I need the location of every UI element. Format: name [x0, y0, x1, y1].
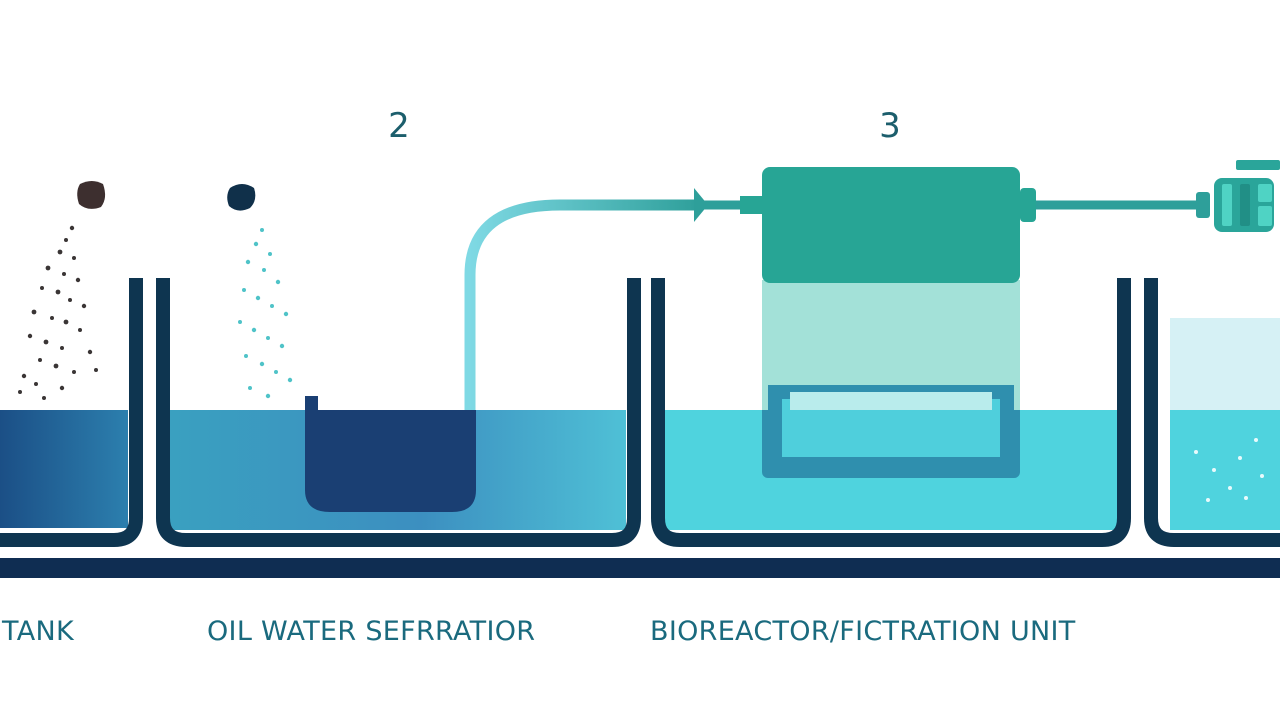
filter-top-housing — [762, 167, 1020, 283]
tank-4-wall — [1144, 278, 1280, 547]
dark-particles — [18, 225, 98, 400]
tank-3 — [651, 167, 1131, 547]
tank-3-wall — [651, 278, 1131, 547]
outlet-pipe — [1020, 188, 1210, 222]
transfer-pipe — [464, 188, 762, 410]
tank-4-upper-water — [1170, 318, 1280, 410]
pollutant-source-navy — [227, 184, 256, 211]
tank-4-water — [1170, 410, 1280, 530]
tank-1-water — [0, 410, 128, 528]
outlet-valve-icon — [1214, 160, 1280, 232]
label-oil-water-separator: OIL WATER SEFRRATIOR — [207, 616, 536, 647]
step-number-2: 2 — [388, 106, 410, 146]
label-tank: TANK — [2, 616, 74, 647]
tank-1 — [0, 278, 143, 547]
step-number-3: 3 — [879, 106, 901, 146]
pollutant-source-dark — [77, 181, 106, 209]
label-bioreactor-filtration-unit: BIOREACTOR/FICTRATION UNIT — [650, 616, 1076, 647]
teal-particles — [238, 228, 293, 399]
oil-collector — [305, 396, 476, 512]
tank-1-wall — [0, 278, 143, 547]
tank-4-bubbles — [1194, 438, 1264, 502]
base-rail — [0, 558, 1280, 578]
tank-2 — [156, 278, 641, 547]
tank-4 — [1144, 278, 1280, 547]
filter-media-highlight — [790, 392, 992, 410]
tank-2-wall — [156, 278, 641, 547]
